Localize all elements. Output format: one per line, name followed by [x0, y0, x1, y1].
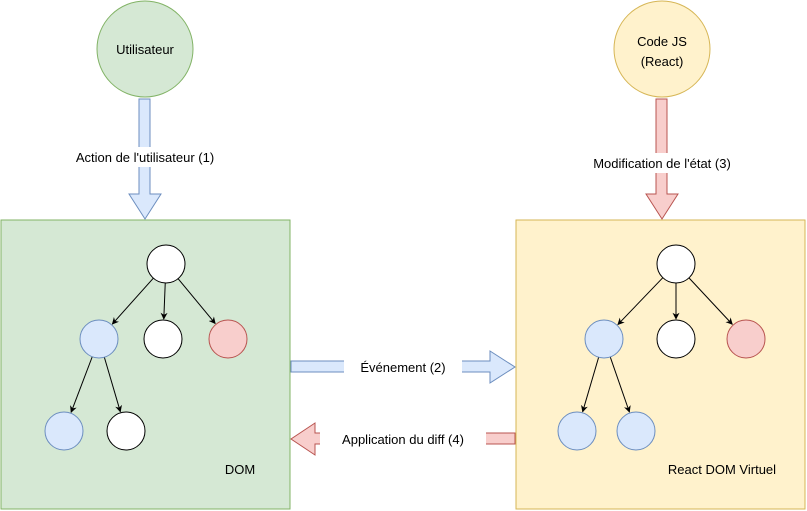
tree-node-grandchild-blue [616, 411, 656, 451]
tree-edge [160, 282, 168, 320]
tree-edge [581, 357, 600, 413]
tree-node-root [146, 244, 186, 284]
state-change-label: Modification de l'état (3) [593, 156, 731, 171]
tree-node-child-white [656, 319, 696, 359]
event-label-bg [344, 357, 462, 377]
user-action-label-bg [47, 147, 244, 167]
tree-edge [70, 356, 93, 413]
tree-edge [617, 277, 664, 326]
tree-node-child-red [726, 319, 766, 359]
user-actor-label: Utilisateur [116, 42, 174, 57]
state-change-label-bg [563, 153, 761, 173]
tree-edge [688, 277, 733, 325]
code-actor-label-line1: Code JS [637, 34, 687, 49]
tree-node-child-red [208, 319, 248, 359]
tree-edge [111, 277, 154, 325]
tree-node-child-blue [79, 319, 119, 359]
tree-node-grandchild-blue [557, 411, 597, 451]
code-actor-label-line2: (React) [641, 54, 684, 69]
virtual-dom-tree [557, 244, 766, 451]
tree-node-grandchild-white [106, 411, 146, 451]
apply-diff-label: Application du diff (4) [342, 432, 464, 447]
code-actor [613, 0, 711, 98]
dom-tree [44, 244, 248, 451]
event-label: Événement (2) [360, 360, 445, 375]
tree-node-child-white [143, 319, 183, 359]
tree-edge [103, 357, 122, 413]
tree-node-root [656, 244, 696, 284]
dom-label: DOM [225, 462, 255, 477]
tree-node-child-blue [584, 319, 624, 359]
user-action-label: Action de l'utilisateur (1) [76, 150, 214, 165]
user-actor [96, 0, 194, 98]
virtual-dom-label: React DOM Virtuel [668, 462, 776, 477]
apply-diff-label-bg [320, 429, 486, 449]
tree-edge [177, 278, 216, 325]
dom-container [0, 219, 291, 510]
tree-node-grandchild-blue [44, 411, 84, 451]
tree-edge [609, 356, 631, 413]
